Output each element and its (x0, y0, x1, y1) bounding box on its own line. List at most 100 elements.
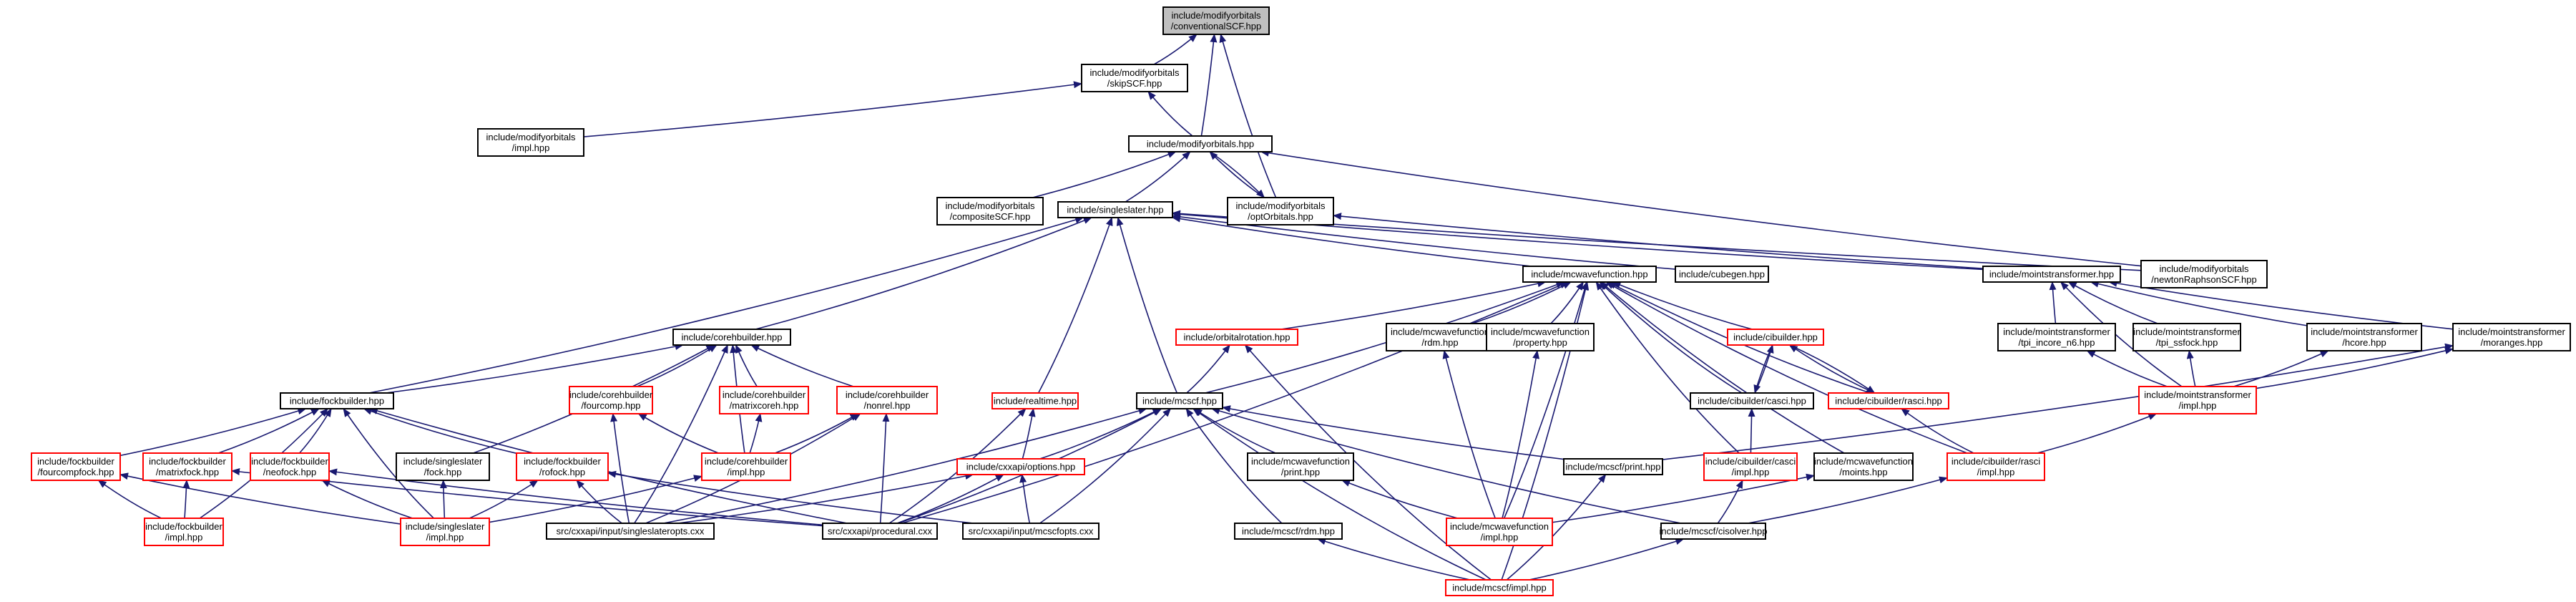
node-label-line: include/fockbuilder (524, 456, 601, 467)
dependency-edge (1748, 408, 1755, 454)
graph-node[interactable]: include/mointstransformer/moranges.hpp (2452, 323, 2571, 351)
node-box (2452, 323, 2571, 351)
graph-node[interactable]: src/cxxapi/input/mcscfopts.cxx (962, 523, 1100, 540)
dependency-edge (1442, 350, 1496, 519)
graph-node[interactable]: include/cibuilder/casci/impl.hpp (1703, 452, 1798, 481)
graph-node[interactable]: include/mcwavefunction/property.hpp (1486, 323, 1595, 351)
node-label-line: /nonrel.hpp (863, 400, 910, 411)
dependency-edge (1172, 215, 1532, 267)
graph-node[interactable]: include/modifyorbitals.hpp (1128, 135, 1273, 152)
dependency-edge (1748, 476, 1948, 524)
graph-node[interactable]: include/modifyorbitals/newtonRaphsonSCF.… (2140, 260, 2268, 288)
graph-node[interactable]: include/mcscf/rdm.hpp (1234, 523, 1343, 540)
graph-node[interactable]: include/fockbuilder/rofock.hpp (516, 452, 609, 481)
node-label-line: /fourcomp.hpp (581, 400, 640, 411)
dependency-edge (2186, 350, 2196, 387)
graph-node[interactable]: include/fockbuilder.hpp (280, 392, 394, 409)
dependency-edge (1209, 151, 1265, 198)
node-box (991, 392, 1079, 409)
graph-node[interactable]: include/mointstransformer/impl.hpp (2138, 386, 2257, 414)
dependency-edge (1116, 217, 1178, 394)
node-label-line: include/corehbuilder.hpp (682, 332, 783, 343)
node-label-line: /matrixcoreh.hpp (730, 400, 799, 411)
node-box (1522, 266, 1657, 283)
dependency-edge (439, 480, 447, 519)
node-label-line: include/mcwavefunction.hpp (1531, 269, 1647, 280)
graph-node[interactable]: include/realtime.hpp (991, 392, 1079, 409)
graph-node[interactable]: include/modifyorbitals/impl.hpp (477, 128, 584, 157)
graph-node[interactable]: include/corehbuilder/impl.hpp (701, 452, 791, 481)
graph-node[interactable]: include/mointstransformer/hcore.hpp (2306, 323, 2422, 351)
dependency-edge (1022, 408, 1036, 460)
graph-node[interactable]: include/cxxapi/options.hpp (956, 458, 1085, 475)
graph-node[interactable]: include/corehbuilder/nonrel.hpp (836, 386, 938, 414)
graph-node[interactable]: include/modifyorbitals/compositeSCF.hpp (936, 197, 1044, 225)
graph-node[interactable]: src/cxxapi/procedural.cxx (822, 523, 938, 540)
node-box (1660, 523, 1766, 540)
dependency-edge (119, 472, 401, 525)
dependency-edge (1185, 408, 1283, 524)
node-label-line: include/fockbuilder (251, 456, 328, 467)
dependency-edge (774, 413, 859, 454)
dependency-edge (119, 407, 307, 457)
graph-node[interactable]: include/modifyorbitals/conventionalSCF.h… (1162, 6, 1270, 35)
node-label-line: include/cibuilder/rasci.hpp (1835, 396, 1942, 407)
node-label-line: include/corehbuilder (846, 389, 929, 400)
graph-node[interactable]: src/cxxapi/input/singleslateropts.cxx (546, 523, 715, 540)
graph-node[interactable]: include/mcwavefunction/impl.hpp (1446, 518, 1553, 546)
graph-node[interactable]: include/mointstransformer/tpi_ssfock.hpp (2132, 323, 2241, 351)
graph-node[interactable]: include/singleslater/fock.hpp (396, 452, 490, 481)
graph-node[interactable]: include/fockbuilder/impl.hpp (144, 518, 224, 546)
dependency-edge (1125, 151, 1191, 203)
dependency-edge (1529, 538, 1685, 581)
dependency-edge (1502, 350, 1540, 519)
graph-node[interactable]: include/mcscf.hpp (1136, 392, 1223, 409)
graph-node[interactable]: include/fockbuilder/matrixfock.hpp (142, 452, 232, 481)
dependency-edge (1219, 34, 1277, 198)
node-box (1703, 452, 1798, 481)
graph-node[interactable]: include/cibuilder/casci.hpp (1690, 392, 1814, 409)
graph-node[interactable]: include/mcwavefunction.hpp (1522, 266, 1657, 283)
dependency-edge (1192, 408, 1487, 581)
node-box (2140, 260, 2268, 288)
graph-node[interactable]: include/mcwavefunction/moints.hpp (1813, 452, 1914, 481)
graph-node[interactable]: include/mointstransformer.hpp (1982, 266, 2121, 283)
node-label-line: include/modifyorbitals (486, 132, 576, 142)
dependency-edge (1200, 34, 1218, 137)
node-box (569, 386, 653, 414)
graph-node[interactable]: include/mointstransformer/tpi_incore_n6.… (1997, 323, 2116, 351)
graph-node[interactable]: include/mcwavefunction/rdm.hpp (1386, 323, 1494, 351)
node-label-line: include/modifyorbitals (1089, 67, 1180, 78)
graph-node[interactable]: include/cibuilder/rasci.hpp (1828, 392, 1949, 409)
graph-node[interactable]: include/singleslater.hpp (1057, 201, 1173, 218)
node-label-line: include/modifyorbitals (2159, 263, 2249, 274)
graph-node[interactable]: include/corehbuilder/fourcomp.hpp (569, 386, 653, 414)
node-label-line: include/mointstransformer (2458, 326, 2565, 337)
node-label-line: include/mointstransformer (2311, 326, 2418, 337)
node-box (1727, 329, 1824, 346)
graph-node[interactable]: include/singleslater/impl.hpp (400, 518, 490, 546)
graph-node[interactable]: include/corehbuilder/matrixcoreh.hpp (719, 386, 809, 414)
graph-node[interactable]: include/fockbuilder/neofock.hpp (250, 452, 330, 481)
graph-node[interactable]: include/modifyorbitals/skipSCF.hpp (1081, 64, 1188, 92)
graph-node[interactable]: include/cibuilder.hpp (1727, 329, 1824, 346)
node-label-line: include/mcwavefunction (1251, 456, 1350, 467)
graph-node[interactable]: include/corehbuilder.hpp (672, 329, 791, 346)
graph-node[interactable]: include/cibuilder/rasci/impl.hpp (1946, 452, 2045, 481)
graph-node[interactable]: include/mcwavefunction/print.hpp (1247, 452, 1354, 481)
node-label-line: /impl.hpp (1732, 467, 1770, 477)
graph-node[interactable]: include/cubegen.hpp (1675, 266, 1769, 283)
dependency-edge (2037, 413, 2158, 454)
graph-node[interactable]: include/mcscf/cisolver.hpp (1659, 523, 1768, 540)
node-box (719, 386, 809, 414)
node-box (672, 329, 791, 346)
dependency-edge (2233, 350, 2329, 387)
dependency-edge (735, 344, 758, 387)
graph-node[interactable]: include/fockbuilder/fourcompfock.hpp (31, 452, 121, 481)
graph-node[interactable]: include/modifyorbitals/optOrbitals.hpp (1227, 197, 1334, 225)
graph-node[interactable]: include/orbitalrotation.hpp (1175, 329, 1298, 346)
node-box (546, 523, 715, 540)
graph-node[interactable]: include/mcscf/print.hpp (1563, 458, 1663, 475)
node-label-line: include/corehbuilder (723, 389, 806, 400)
graph-node[interactable]: include/mcscf/impl.hpp (1445, 579, 1554, 596)
